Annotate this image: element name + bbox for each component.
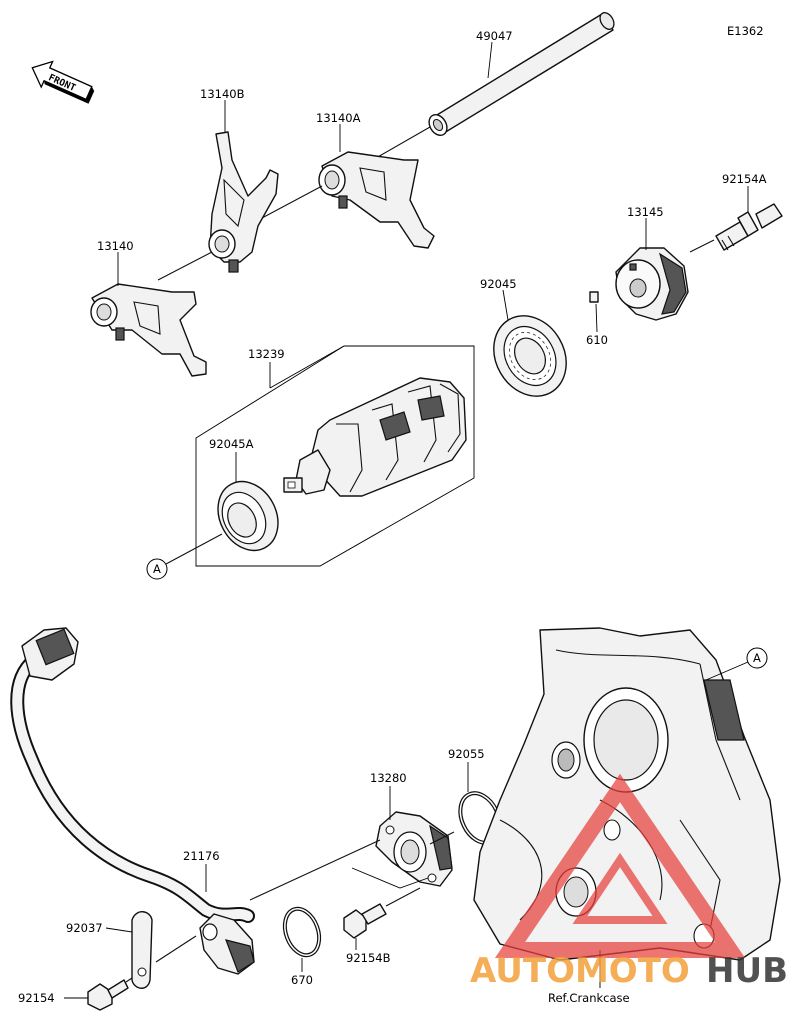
bolt-92154 bbox=[87, 979, 129, 1011]
label-92045a: 92045A bbox=[209, 437, 254, 451]
svg-text:A: A bbox=[753, 651, 761, 665]
label-13140b: 13140B bbox=[200, 87, 245, 101]
shift-fork-13140b bbox=[208, 131, 279, 273]
label-13280: 13280 bbox=[370, 771, 407, 785]
label-21176: 21176 bbox=[183, 849, 220, 863]
bolt-92154a bbox=[715, 203, 783, 251]
shift-drum-segment-13145 bbox=[615, 247, 689, 321]
shift-drum-cover-13280 bbox=[375, 811, 453, 887]
svg-text:HUB: HUB bbox=[706, 951, 788, 991]
oil-seal-92045a bbox=[217, 480, 279, 552]
clamp-92037 bbox=[131, 911, 153, 989]
label-610: 610 bbox=[586, 333, 608, 347]
svg-text:AUTOMOTO: AUTOMOTO bbox=[470, 951, 690, 991]
assembly-box bbox=[195, 345, 475, 567]
gear-position-sensor-21176 bbox=[10, 627, 255, 975]
label-13145: 13145 bbox=[627, 205, 664, 219]
callout-a-upper: A bbox=[146, 558, 168, 580]
label-92154b: 92154B bbox=[346, 951, 391, 965]
svg-text:A: A bbox=[153, 562, 161, 576]
ball-bearing-92045 bbox=[493, 315, 567, 397]
shift-rod bbox=[428, 12, 615, 136]
label-92037: 92037 bbox=[66, 921, 103, 935]
label-92055: 92055 bbox=[448, 747, 485, 761]
diagram-id: E1362 bbox=[727, 24, 764, 38]
pin-610 bbox=[589, 291, 599, 303]
label-13239: 13239 bbox=[248, 347, 285, 361]
bolt-92154b bbox=[343, 903, 387, 939]
watermark-text: AUTOMOTO HUB bbox=[470, 951, 788, 991]
callout-a-lower: A bbox=[746, 647, 768, 669]
watermark-logo-icon bbox=[494, 773, 746, 958]
label-13140a: 13140A bbox=[316, 111, 361, 125]
front-arrow-icon: FRONT bbox=[31, 60, 95, 104]
o-ring-670 bbox=[282, 906, 322, 958]
label-13140: 13140 bbox=[97, 239, 134, 253]
label-92154a: 92154A bbox=[722, 172, 767, 186]
label-92045: 92045 bbox=[480, 277, 517, 291]
label-92154: 92154 bbox=[18, 991, 55, 1005]
shift-fork-13140 bbox=[90, 283, 207, 377]
shift-fork-13140a bbox=[318, 151, 435, 249]
ref-crankcase-label: Ref.Crankcase bbox=[548, 991, 630, 1005]
label-670: 670 bbox=[291, 973, 313, 987]
shift-drum-13239 bbox=[283, 377, 467, 497]
label-49047: 49047 bbox=[476, 29, 513, 43]
